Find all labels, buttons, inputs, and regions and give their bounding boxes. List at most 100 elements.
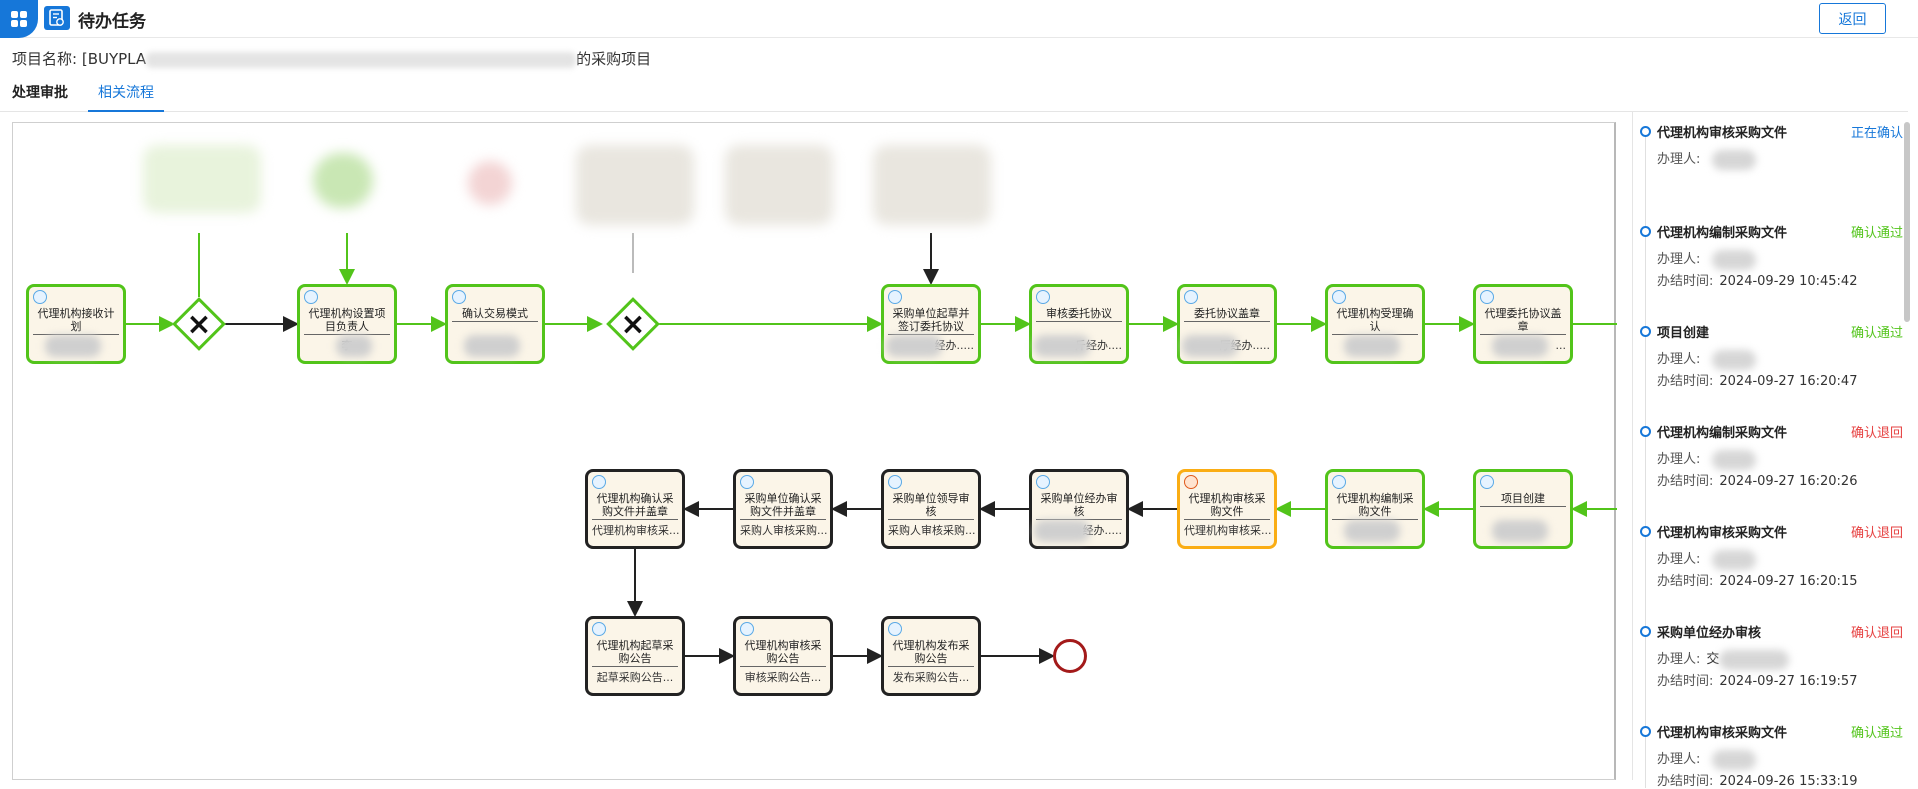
- user-avatar-icon: [452, 290, 466, 304]
- redacted-assignee: [1182, 335, 1238, 357]
- user-avatar-icon: [888, 290, 902, 304]
- node-assignee: 采购人审核采购...: [740, 524, 828, 537]
- project-name-prefix: [BUYPLA: [81, 50, 147, 68]
- user-avatar-icon: [888, 622, 902, 636]
- redacted-end-node: [468, 161, 512, 205]
- flow-node[interactable]: 代理机构起草采购公告 起草采购公告...: [585, 616, 685, 696]
- flow-node[interactable]: 代理机构编制采购文件: [1325, 469, 1425, 549]
- flow-node[interactable]: 委托协议盖章 厅经办.....: [1177, 284, 1277, 364]
- handler-label: 办理人:: [1657, 752, 1701, 767]
- finish-time-value: 2024-09-27 16:20:15: [1719, 574, 1858, 589]
- node-assignee: 经办.....: [934, 339, 974, 352]
- user-avatar-icon: [1332, 290, 1346, 304]
- user-avatar-icon: [740, 622, 754, 636]
- project-name-suffix: 的采购项目: [576, 50, 652, 68]
- redacted-node: [576, 145, 694, 225]
- timeline-handler-row: 办理人:: [1657, 148, 1757, 170]
- project-name-line: 项目名称: [BUYPLA 的采购项目: [12, 48, 651, 69]
- timeline-step-title: 代理机构编制采购文件: [1657, 426, 1788, 441]
- timeline-time-row: 办结时间:2024-09-27 16:20:26: [1657, 470, 1857, 489]
- page-header: 待办任务 返回: [0, 0, 1918, 38]
- timeline-dot-icon: [1640, 326, 1651, 337]
- timeline-line: [1645, 128, 1646, 788]
- redacted-node: [873, 145, 991, 225]
- user-avatar-icon: [1480, 475, 1494, 489]
- node-label: 代理机构审核采购公告: [740, 639, 826, 667]
- flow-node[interactable]: 代理机构审核采购公告 审核采购公告...: [733, 616, 833, 696]
- flow-node[interactable]: 代理机构接收计划: [26, 284, 126, 364]
- flow-node[interactable]: 采购单位起草并签订委托协议 经办.....: [881, 284, 981, 364]
- flow-node[interactable]: 审核委托协议 斤经办....: [1029, 284, 1129, 364]
- node-assignee: 起草采购公告...: [596, 671, 674, 684]
- timeline-scrollbar[interactable]: [1904, 122, 1910, 322]
- apps-grid-icon[interactable]: [0, 0, 38, 38]
- timeline-handler-row: 办理人:: [1657, 348, 1757, 370]
- flow-node[interactable]: 代理委托协议盖章 ...: [1473, 284, 1573, 364]
- task-document-icon: [44, 6, 70, 30]
- user-avatar-icon: [33, 290, 47, 304]
- redacted-node: [143, 145, 261, 213]
- node-label: 代理机构确认采购文件并盖章: [592, 492, 678, 520]
- flow-node[interactable]: 代理机构确认采购文件并盖章 代理机构审核采...: [585, 469, 685, 549]
- redacted-assignee: [1344, 335, 1400, 357]
- flow-node[interactable]: 采购单位领导审核 采购人审核采购...: [881, 469, 981, 549]
- back-button[interactable]: 返回: [1819, 3, 1886, 34]
- project-name-label: 项目名称:: [12, 50, 78, 68]
- flow-node[interactable]: 代理机构受理确认: [1325, 284, 1425, 364]
- redacted-project-name: [146, 51, 577, 68]
- user-avatar-icon: [888, 475, 902, 489]
- end-event-node[interactable]: [1053, 639, 1087, 673]
- redacted-node: [725, 145, 833, 225]
- timeline-step-title: 代理机构审核采购文件: [1657, 126, 1788, 141]
- timeline-dot-icon: [1640, 726, 1651, 737]
- node-label: 代理机构设置项目负责人: [304, 307, 390, 335]
- finish-time-label: 办结时间:: [1657, 674, 1714, 689]
- node-assignee: 采购人审核采购...: [888, 524, 976, 537]
- node-label: 代理机构起草采购公告: [592, 639, 678, 667]
- user-avatar-icon: [1480, 290, 1494, 304]
- redacted-assignee: [886, 335, 942, 357]
- redacted-node: [313, 153, 373, 208]
- node-label: 代理机构审核采购文件: [1184, 492, 1270, 520]
- node-label: 代理机构接收计划: [33, 307, 119, 335]
- flow-node-current[interactable]: 代理机构审核采购文件 代理机构审核采...: [1177, 469, 1277, 549]
- finish-time-value: 2024-09-29 10:45:42: [1719, 274, 1858, 289]
- tab-approval[interactable]: 处理审批: [12, 85, 68, 101]
- handler-label: 办理人:: [1657, 652, 1701, 667]
- user-avatar-icon: [592, 622, 606, 636]
- node-label: 代理机构发布采购公告: [888, 639, 974, 667]
- flow-diagram-canvas[interactable]: × × 代理机构接收计划 代理机构设置项目负责人 李 确认交易模式 采购单位起草…: [12, 122, 1617, 780]
- flow-node[interactable]: 采购单位经办审核 经办.....: [1029, 469, 1129, 549]
- redacted-assignee: [464, 335, 520, 357]
- flow-node[interactable]: 确认交易模式: [445, 284, 545, 364]
- tab-related-flow[interactable]: 相关流程: [88, 82, 164, 112]
- approval-timeline: 代理机构审核采购文件正在确认办理人:代理机构编制采购文件确认通过办理人:办结时间…: [1632, 112, 1914, 789]
- tab-bar: 处理审批 相关流程: [0, 78, 1908, 112]
- gateway-x-icon: ×: [186, 306, 212, 342]
- redacted-handler: [1719, 649, 1790, 670]
- timeline-time-row: 办结时间: 2024-09-27 16:20:47: [1657, 370, 1857, 389]
- node-assignee: 经办.....: [1082, 524, 1122, 537]
- user-avatar-icon: [304, 290, 318, 304]
- timeline-time-row: 办结时间:2024-09-27 16:20:15: [1657, 570, 1857, 589]
- handler-label: 办理人:: [1657, 352, 1701, 367]
- redacted-assignee: [336, 335, 372, 357]
- timeline-dot-icon: [1640, 226, 1651, 237]
- node-label: 采购单位经办审核: [1036, 492, 1122, 520]
- redacted-handler: [1712, 249, 1757, 270]
- timeline-time-row: 办结时间:2024-09-26 15:33:19: [1657, 770, 1857, 789]
- flow-node[interactable]: 项目创建: [1473, 469, 1573, 549]
- flow-node[interactable]: 代理机构发布采购公告 发布采购公告...: [881, 616, 981, 696]
- finish-time-value: 2024-09-27 16:20:26: [1719, 474, 1858, 489]
- redacted-handler: [1712, 449, 1757, 470]
- redacted-assignee: [1034, 520, 1090, 542]
- flow-node[interactable]: 采购单位确认采购文件并盖章 采购人审核采购...: [733, 469, 833, 549]
- active-task-icon: [1184, 475, 1198, 489]
- finish-time-label: 办结时间:: [1657, 374, 1714, 389]
- handler-label: 办理人:: [1657, 152, 1701, 167]
- finish-time-value: 2024-09-27 16:20:47: [1719, 374, 1858, 389]
- node-label: 项目创建: [1480, 492, 1566, 507]
- handler-value: 交: [1706, 652, 1720, 667]
- flow-node[interactable]: 代理机构设置项目负责人 李: [297, 284, 397, 364]
- node-assignee: 代理机构审核采...: [592, 524, 680, 537]
